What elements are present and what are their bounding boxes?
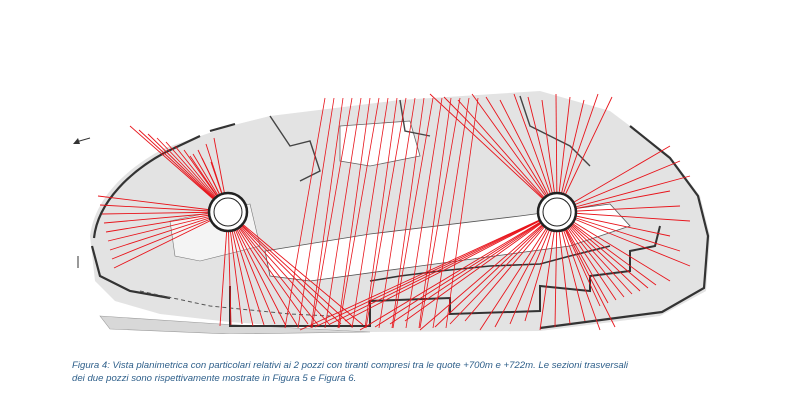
inner-wall — [229, 225, 661, 327]
tie-rod — [556, 160, 681, 213]
tie-rod — [404, 211, 558, 322]
tie-rod — [443, 96, 558, 213]
tie-rod — [338, 97, 380, 329]
tie-rod — [445, 97, 479, 329]
tie-rod — [227, 211, 353, 327]
tie-rod — [485, 96, 558, 213]
outer-wall — [90, 122, 710, 330]
tie-rod — [556, 211, 657, 286]
tie-rod — [297, 97, 335, 329]
tie-rod — [419, 97, 461, 329]
tie-rod — [429, 93, 558, 213]
tie-rod — [109, 211, 229, 251]
tie-rod — [556, 211, 616, 328]
tie-rod — [556, 175, 691, 213]
tie-rod — [227, 211, 320, 327]
tie-rod — [434, 211, 558, 328]
tie-rod — [284, 97, 326, 329]
tie-rod — [359, 211, 558, 331]
tie-rod — [494, 211, 558, 328]
tie-rod — [391, 97, 425, 329]
tie-rod — [405, 97, 443, 329]
tie-rod — [365, 97, 407, 329]
tie-rod — [556, 211, 671, 282]
tie-rod — [378, 97, 416, 329]
tie-rod — [97, 195, 229, 213]
plan-drawing — [73, 91, 710, 334]
tie-rod — [310, 97, 344, 329]
tie-rod — [364, 97, 398, 329]
inner-wall-2 — [369, 245, 611, 282]
tie-rod — [105, 211, 229, 233]
shaft-right — [536, 191, 578, 233]
plan-view-figure — [70, 86, 716, 334]
tie-rod — [556, 205, 681, 213]
tie-rod — [311, 97, 353, 329]
tie-rod — [479, 211, 558, 331]
caption-line-2: dei due pozzi sono rispettivamente mostr… — [72, 373, 357, 385]
tie-rod — [556, 211, 691, 267]
tie-rod — [392, 97, 434, 329]
figure-caption: Figura 4: Vista planimetrica con partico… — [72, 359, 732, 385]
tie-rod — [227, 211, 342, 325]
tie-rod — [556, 211, 601, 331]
tie-rod — [129, 125, 229, 213]
tie-rod — [419, 211, 558, 331]
tie-rod — [227, 211, 331, 326]
tie-rod — [556, 211, 681, 252]
tie-rod — [389, 211, 558, 325]
tie-rod — [471, 93, 558, 213]
tie-rod — [374, 211, 558, 328]
tie-rod — [464, 211, 558, 322]
tie-rod — [344, 211, 558, 322]
tie-rod — [513, 93, 558, 213]
tie-rod — [337, 97, 371, 329]
tie-rod — [299, 211, 558, 331]
tie-rod — [449, 211, 558, 325]
tie-rod — [103, 211, 229, 224]
inner-wall-3 — [269, 95, 591, 182]
tie-rod — [227, 211, 287, 327]
tie-rod — [324, 97, 362, 329]
tie-rod — [457, 99, 558, 213]
tie-rod — [556, 211, 691, 222]
tie-rod — [113, 211, 229, 269]
shaft-left — [207, 191, 249, 233]
tie-rod — [556, 96, 613, 213]
tie-rod — [499, 99, 558, 213]
tie-rod — [111, 211, 229, 260]
terrain-fill — [90, 91, 710, 332]
tie-rod — [227, 211, 309, 325]
tie-rod — [432, 97, 470, 329]
caption-line-1: Figura 4: Vista planimetrica con partico… — [72, 360, 628, 371]
tie-rod — [101, 211, 229, 215]
section-marker-left — [73, 137, 91, 268]
tie-rod — [99, 204, 229, 213]
tie-rod — [556, 145, 671, 213]
tie-rod — [107, 211, 229, 242]
tie-rod — [227, 211, 298, 326]
tie-rod — [556, 93, 599, 213]
tie-rod — [351, 97, 389, 329]
tie-rod — [418, 97, 452, 329]
front-edge — [139, 290, 331, 317]
